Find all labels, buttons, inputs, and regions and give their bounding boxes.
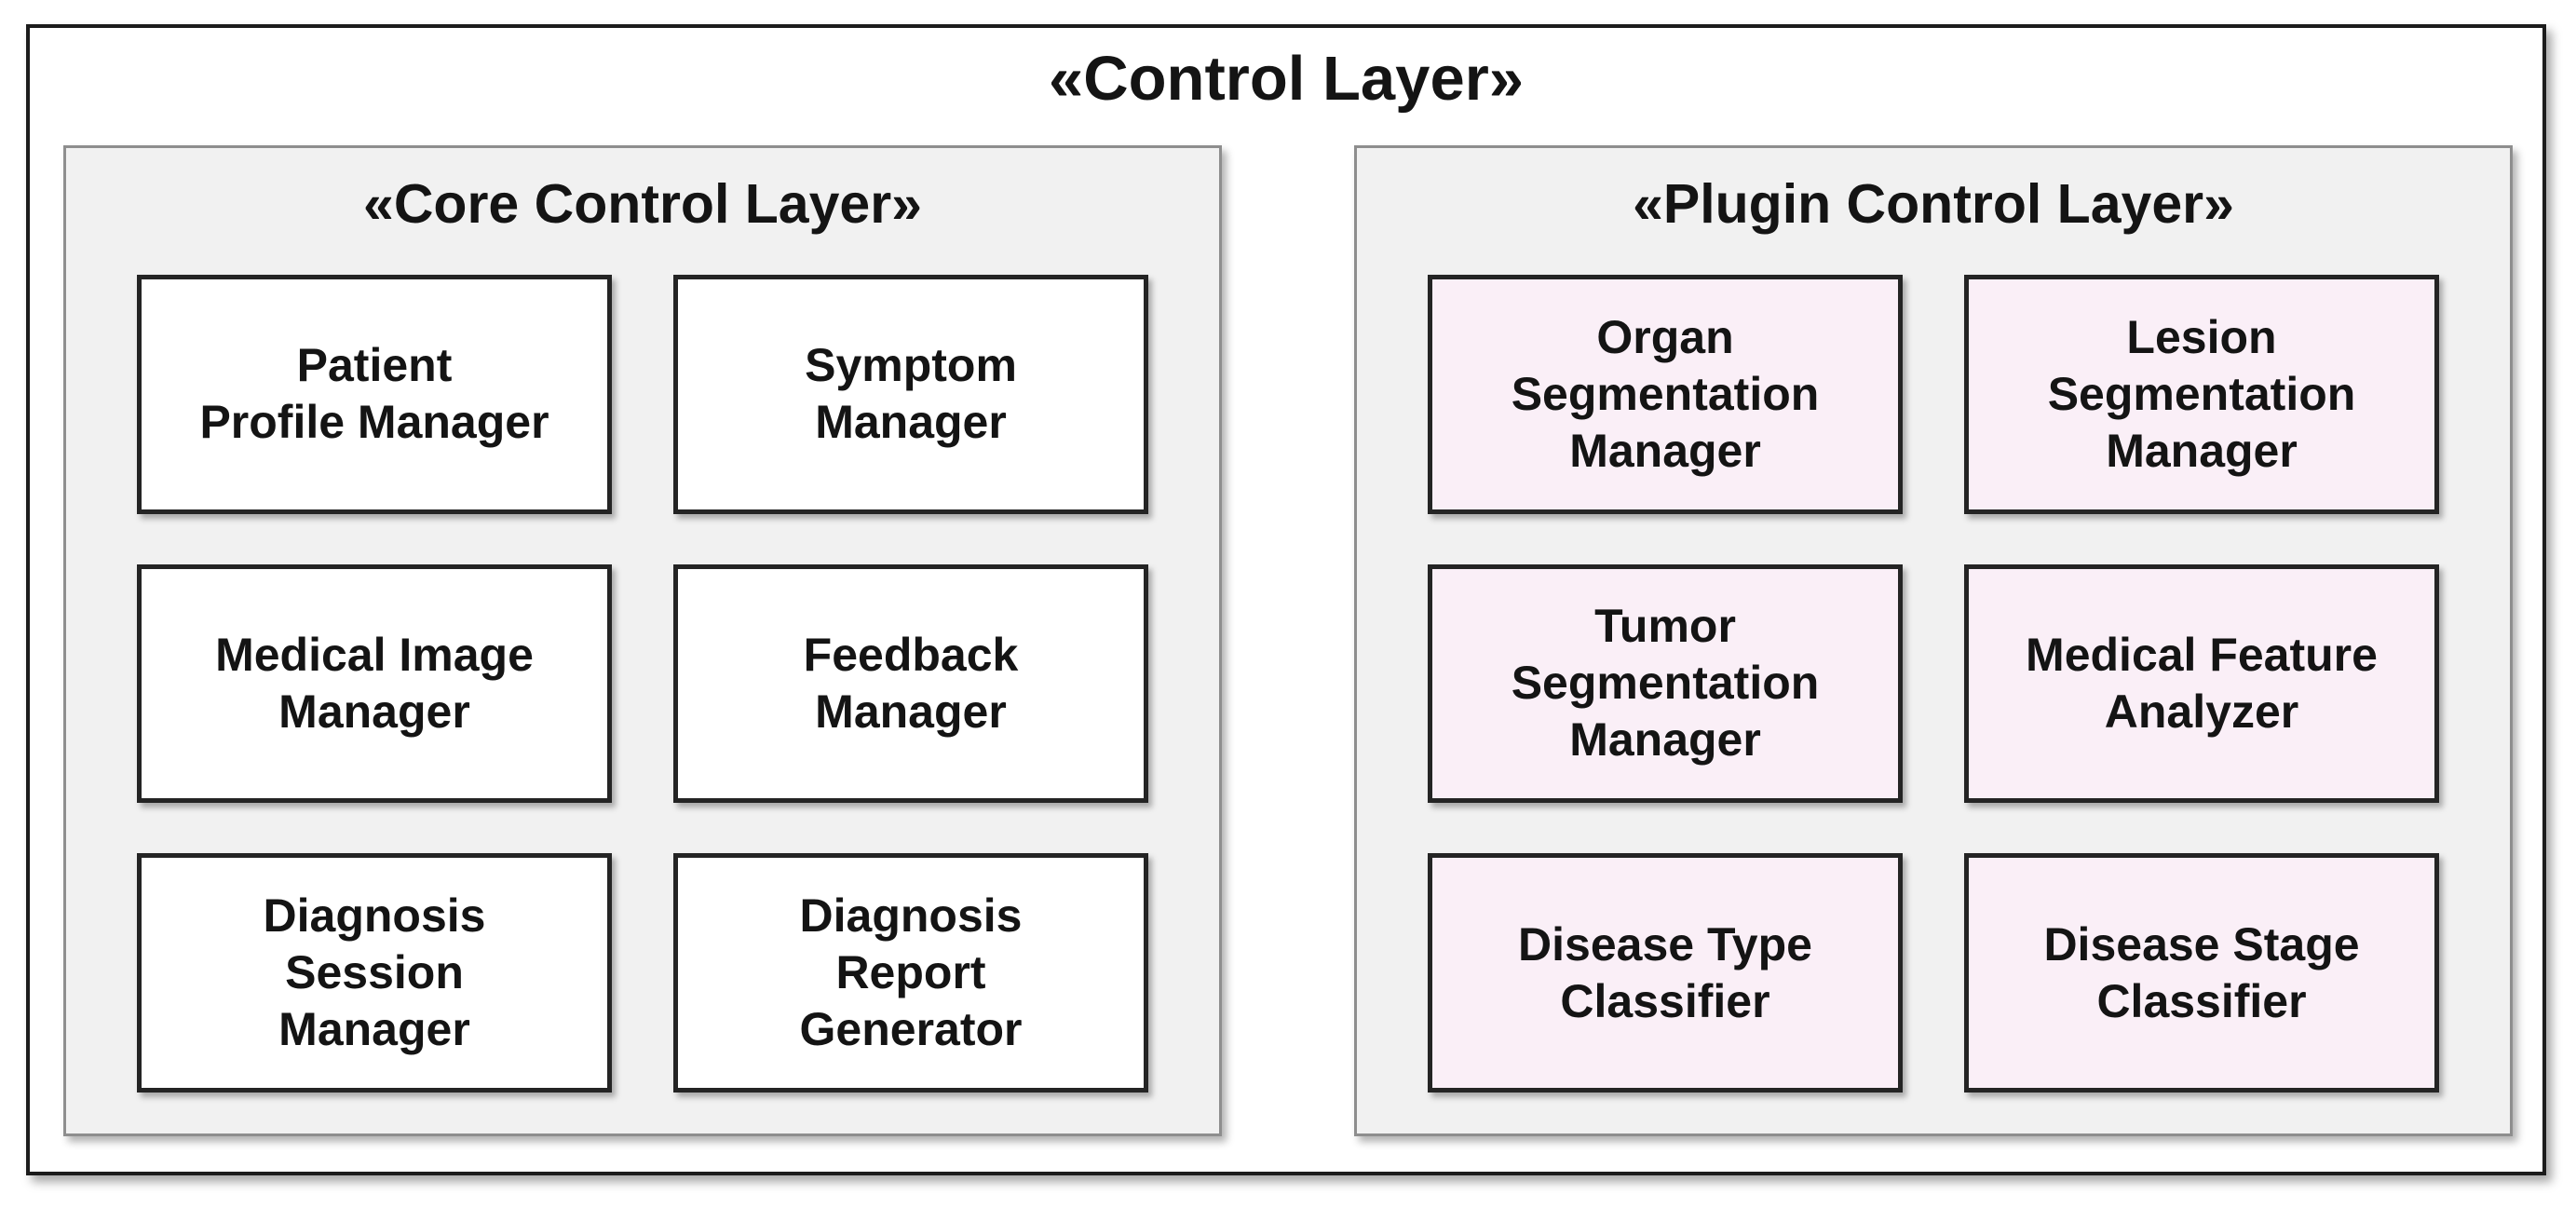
plugin-control-layer-title: «Plugin Control Layer» [1633,173,2234,235]
box-lesion-segmentation-manager: Lesion Segmentation Manager [1964,275,2439,514]
core-control-layer-grid: Patient Profile Manager Symptom Manager … [66,236,1219,1133]
core-control-layer-panel: «Core Control Layer» Patient Profile Man… [63,145,1222,1136]
box-organ-segmentation-manager: Organ Segmentation Manager [1428,275,1903,514]
box-patient-profile-manager: Patient Profile Manager [137,275,612,514]
control-layer-package: «Control Layer» «Core Control Layer» Pat… [26,24,2546,1175]
plugin-control-layer-grid: Organ Segmentation Manager Lesion Segmen… [1357,236,2510,1133]
control-layer-title: «Control Layer» [1048,44,1525,114]
sub-layer-panels: «Core Control Layer» Patient Profile Man… [63,145,2513,1136]
box-medical-image-manager: Medical Image Manager [137,563,612,804]
core-control-layer-title: «Core Control Layer» [363,173,922,235]
box-medical-feature-analyzer: Medical Feature Analyzer [1964,563,2439,804]
box-disease-stage-classifier: Disease Stage Classifier [1964,853,2439,1093]
plugin-control-layer-panel: «Plugin Control Layer» Organ Segmentatio… [1354,145,2513,1136]
box-diagnosis-report-generator: Diagnosis Report Generator [673,853,1148,1093]
box-diagnosis-session-manager: Diagnosis Session Manager [137,853,612,1093]
box-symptom-manager: Symptom Manager [673,275,1148,514]
box-feedback-manager: Feedback Manager [673,563,1148,804]
box-tumor-segmentation-manager: Tumor Segmentation Manager [1428,563,1903,804]
box-disease-type-classifier: Disease Type Classifier [1428,853,1903,1093]
